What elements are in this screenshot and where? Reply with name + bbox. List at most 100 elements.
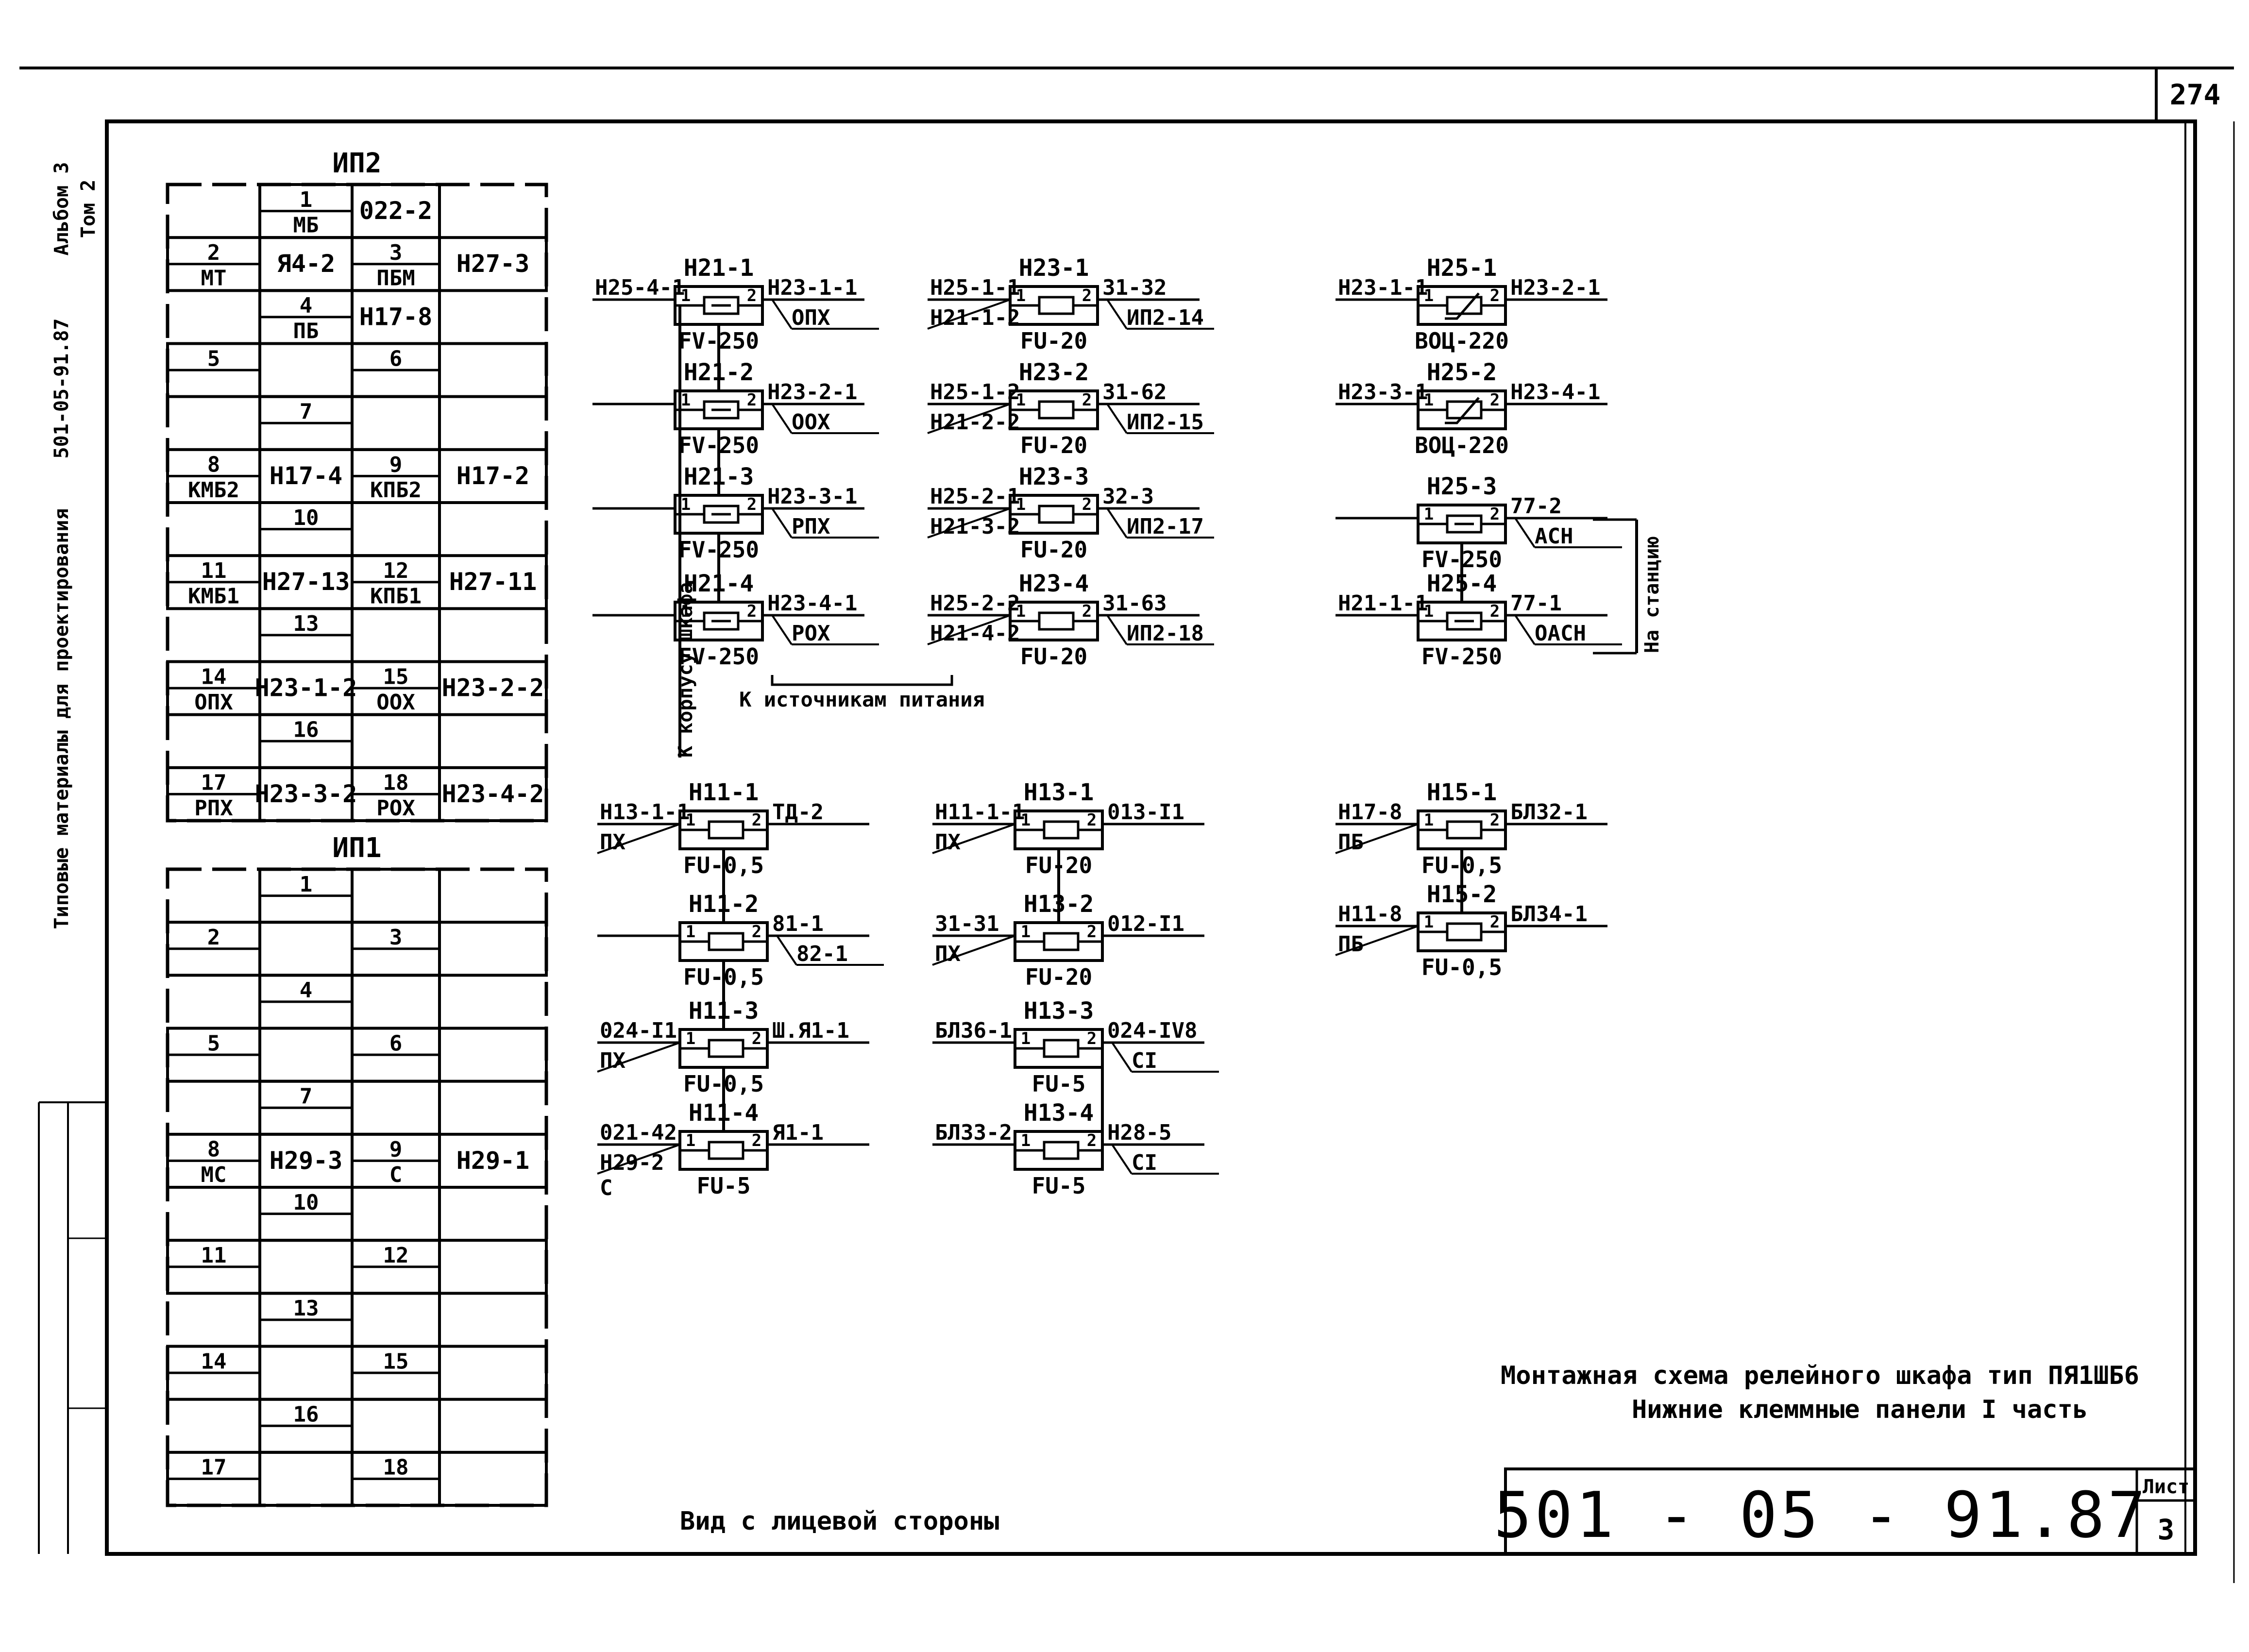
pin-1: 1 (1016, 286, 1026, 305)
device-rating: FU-0,5 (683, 964, 764, 990)
wire-right-2: ИП2-17 (1127, 514, 1204, 539)
terminal-number: 11 (201, 1243, 227, 1268)
sheet-frame (19, 67, 2235, 1583)
side-stamp-text: Том 2 (77, 180, 100, 238)
wire-left-2: Н21-1-2 (930, 305, 1020, 330)
wire-right: 024-IV8 (1107, 1018, 1197, 1043)
wire-right: БЛ34-1 (1510, 902, 1588, 927)
pin-1: 1 (1021, 1131, 1031, 1150)
terminal-mark: КПБ1 (370, 584, 422, 608)
terminal-mark: МТ (201, 266, 227, 290)
wire-right: 81-1 (772, 911, 824, 936)
device-label: Н21-1 (684, 254, 754, 282)
device-rating: FV-250 (678, 643, 759, 670)
terminal-number: 5 (207, 1031, 220, 1056)
terminal-number: 5 (207, 346, 220, 371)
terminal-number: 2 (207, 925, 220, 950)
device-rating: FU-0,5 (683, 852, 764, 878)
terminal-connection: Н23-2-2 (442, 674, 544, 702)
terminal-connection: Н27-11 (449, 568, 537, 596)
pin-2: 2 (1087, 810, 1097, 830)
pin-2: 2 (1490, 390, 1500, 410)
terminal-connection: Н17-8 (359, 303, 433, 331)
wire-left: Н25-1-1 (930, 275, 1020, 300)
wire-right: 31-63 (1102, 591, 1167, 616)
wire-right: Н28-5 (1107, 1120, 1171, 1145)
wire-left-2: ПБ (1338, 830, 1364, 855)
wire-right: Н23-4-1 (767, 591, 857, 616)
terminal-number: 10 (293, 506, 319, 530)
wire-right: Н23-4-1 (1510, 380, 1600, 405)
drawing-title-line1: Монтажная схема релейного шкафа тип ПЯ1Ш… (1501, 1361, 2139, 1390)
pin-1: 1 (1424, 505, 1434, 524)
terminal-number: 14 (201, 664, 227, 689)
terminal-number: 7 (300, 1084, 313, 1109)
side-stamp-text: Альбом 3 (51, 162, 73, 256)
pin-1: 1 (1016, 495, 1026, 514)
pin-2: 2 (1490, 912, 1500, 932)
pin-1: 1 (1424, 286, 1434, 305)
wire-right: 31-32 (1102, 275, 1167, 300)
device-label: Н23-2 (1019, 359, 1089, 386)
pin-1: 1 (681, 286, 691, 305)
terminal-mark: РПХ (194, 796, 233, 821)
pin-1: 1 (681, 602, 691, 621)
wire-left: БЛ33-2 (935, 1120, 1012, 1145)
pin-2: 2 (1087, 922, 1097, 942)
terminal-mark: ООХ (376, 690, 415, 715)
pin-1: 1 (686, 1029, 695, 1048)
terminal-mark: РОХ (376, 796, 415, 821)
wire-left: 021-42 (600, 1120, 677, 1145)
wire-left: Н25-2-2 (930, 591, 1020, 616)
pin-2: 2 (752, 810, 761, 830)
device-label: Н11-4 (689, 1099, 759, 1127)
device-rating: FU-5 (1032, 1173, 1086, 1199)
terminal-connection: Н23-4-2 (442, 780, 544, 808)
terminal-connection: 022-2 (359, 197, 433, 225)
wire-right-2: СI (1132, 1048, 1157, 1073)
wire-left-2: ПБ (1338, 932, 1364, 957)
pin-1: 1 (1016, 602, 1026, 621)
sheet-number: 3 (2158, 1513, 2175, 1546)
terminal-number: 17 (201, 771, 227, 795)
terminal-number: 11 (201, 558, 227, 583)
wire-left-2: Н21-3-2 (930, 514, 1020, 539)
terminal-connection: Н29-1 (457, 1146, 530, 1175)
terminal-connection: Н17-2 (457, 462, 530, 490)
device-label: Н13-3 (1024, 997, 1094, 1025)
pin-2: 2 (747, 286, 757, 305)
terminal-number: 15 (383, 1349, 409, 1374)
pin-2: 2 (747, 390, 757, 410)
terminal-mark: ПБ (293, 319, 319, 344)
wire-right-2: РПХ (792, 514, 830, 539)
terminal-number: 16 (293, 718, 319, 742)
terminal-connection: Н29-3 (270, 1146, 343, 1175)
device-label: Н25-2 (1427, 359, 1497, 386)
wire-right: 77-1 (1510, 591, 1562, 616)
terminal-number: 1 (300, 187, 313, 212)
pin-1: 1 (1021, 1029, 1031, 1048)
terminal-number: 18 (383, 1455, 409, 1480)
wire-left: Н25-1-2 (930, 380, 1020, 405)
terminal-number: 6 (389, 346, 403, 371)
note-to-power-sources: К источникам питания (739, 688, 985, 711)
device-rating: ВОЦ-220 (1415, 432, 1509, 458)
terminal-number: 16 (293, 1402, 319, 1427)
terminal-mark: КМБ2 (188, 478, 239, 503)
pin-1: 1 (1424, 810, 1434, 830)
device-rating: FU-5 (697, 1173, 751, 1199)
panel-title: ИП2 (332, 148, 381, 179)
wire-right-2: 82-1 (796, 942, 848, 966)
drawing-title-line2: Нижние клеммные панели I часть (1632, 1395, 2088, 1424)
